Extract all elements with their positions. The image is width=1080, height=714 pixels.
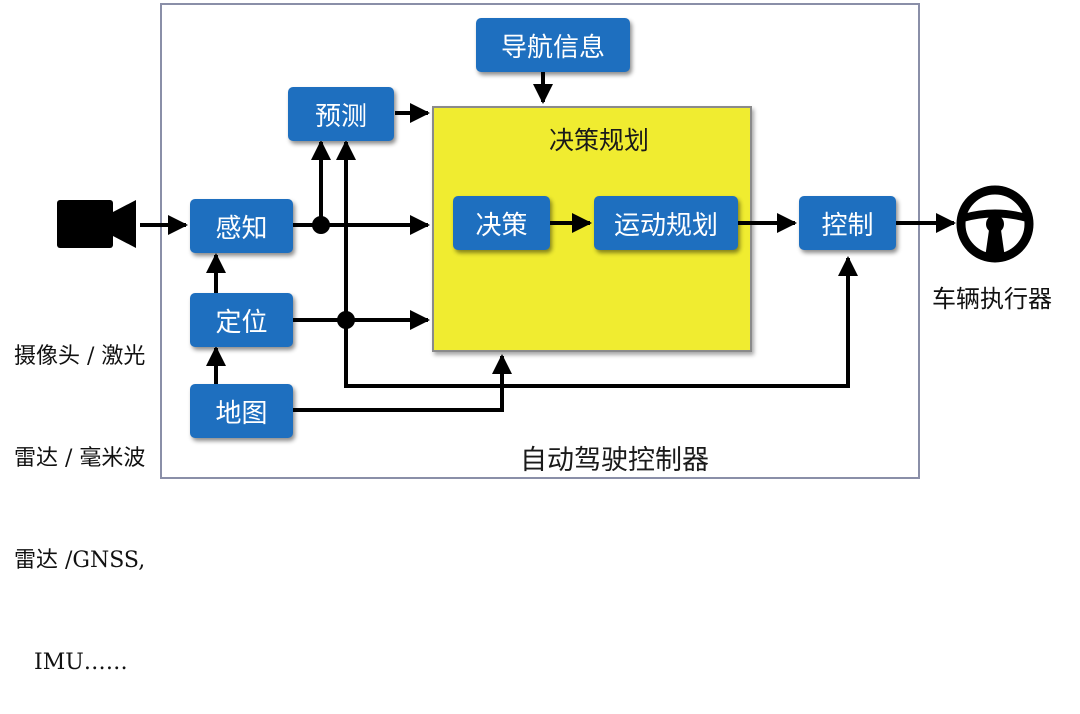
arrow-map-plan [293,354,512,412]
perceive-box: 感知 [190,199,293,253]
arrow-locate-control [344,256,858,388]
actuator-label: 车辆执行器 [932,285,1052,313]
sensor-line: 雷达 / 毫米波 [14,446,146,471]
connector-lines [57,72,1034,412]
sensor-caption: 摄像头 / 激光 雷达 / 毫米波 雷达 /GNSS, IMU…… [14,272,145,714]
decide-box: 决策 [453,196,550,250]
sensor-line: 摄像头 / 激光 [14,344,146,369]
motion-planning-box: 运动规划 [594,196,738,250]
control-box: 控制 [799,196,896,250]
predict-box: 预测 [288,87,394,141]
map-box: 地图 [190,384,293,438]
controller-label: 自动驾驶控制器 [520,445,709,476]
sensor-line: 雷达 /GNSS, [14,548,146,573]
camera-icon [57,200,136,248]
sensor-line: IMU…… [34,650,128,675]
junction-locate [337,311,355,329]
planning-label: 决策规划 [549,126,650,155]
nav-info-box: 导航信息 [476,18,630,72]
junction-perceive [312,216,330,234]
locate-box: 定位 [190,293,293,347]
steering-wheel-icon [956,185,1034,263]
